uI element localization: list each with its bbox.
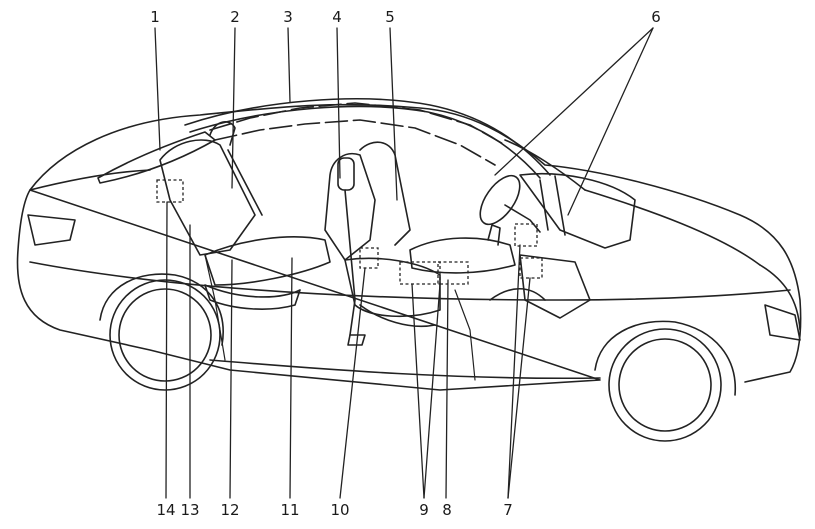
leader-11 (289, 257, 293, 499)
leader-10 (339, 267, 366, 499)
front-seat (324, 141, 441, 346)
callout-1: 1 (150, 8, 160, 26)
callout-7: 7 (503, 501, 513, 519)
sill-line (209, 359, 601, 380)
roof-rail-inner (189, 105, 541, 179)
leader-6a (494, 27, 654, 176)
leader-1 (154, 27, 161, 151)
callout-9: 9 (419, 501, 429, 519)
leader-8 (445, 279, 449, 499)
sensor-box-center-right (437, 261, 469, 285)
center-console (409, 224, 516, 274)
callout-5: 5 (385, 8, 395, 26)
sensor-box-rear (156, 179, 184, 203)
leader-14 (165, 201, 168, 499)
leader-12 (229, 259, 233, 499)
hood-line (584, 189, 761, 266)
curtain-airbag-lower (214, 119, 496, 166)
sensor-box-front-lower (519, 257, 543, 279)
curtain-airbag-upper (209, 102, 506, 146)
leader-5 (389, 27, 398, 201)
rear-seat (159, 121, 331, 310)
callout-14: 14 (156, 501, 176, 519)
leader-9b (423, 283, 441, 499)
callout-3: 3 (283, 8, 293, 26)
windshield (504, 139, 586, 191)
callout-12: 12 (220, 501, 240, 519)
leader-9a (411, 283, 425, 499)
callout-11: 11 (280, 501, 300, 519)
headlamp (764, 304, 801, 341)
leader-2 (231, 27, 236, 189)
sensor-box-center-left (399, 261, 441, 285)
callout-2: 2 (230, 8, 240, 26)
front-wheel (594, 320, 736, 442)
car-body-outline (16, 103, 802, 391)
steering-wheel (479, 174, 541, 233)
roof-rail-outer (184, 98, 551, 176)
rear-wheel (99, 273, 224, 391)
leader-3 (287, 27, 291, 103)
callout-4: 4 (332, 8, 342, 26)
callout-10: 10 (330, 501, 350, 519)
leader-7b (507, 277, 531, 499)
leader-7a (507, 244, 521, 499)
callout-8: 8 (442, 501, 452, 519)
rear-lamp (27, 214, 76, 246)
leader-4 (336, 27, 341, 179)
sensor-box-dash (514, 223, 538, 247)
front-grille (759, 264, 801, 331)
leader-6b (567, 27, 654, 216)
callout-13: 13 (180, 501, 200, 519)
door-opening (204, 254, 476, 381)
rear-deck-line (29, 169, 151, 191)
callout-6: 6 (651, 8, 661, 26)
dashboard (489, 172, 636, 319)
sensor-box-front-seat (359, 247, 379, 269)
